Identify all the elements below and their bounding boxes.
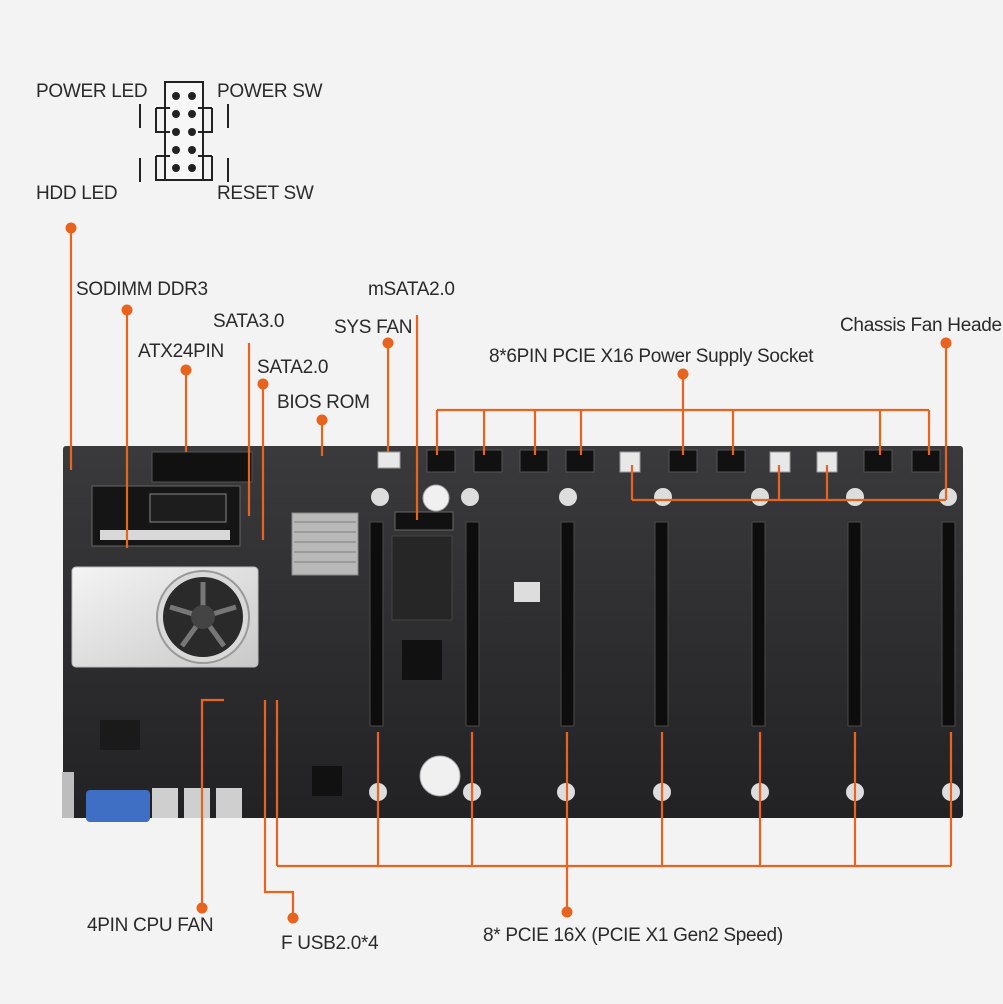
label-power-led: POWER LED	[36, 81, 148, 102]
label-reset-sw: RESET SW	[217, 183, 314, 204]
label-cpu-fan: 4PIN CPU FAN	[87, 915, 214, 936]
label-fusb: F USB2.0*4	[281, 933, 379, 954]
leader-dots	[65, 222, 952, 924]
front-panel-header	[139, 81, 229, 182]
label-hdd-led: HDD LED	[36, 183, 118, 204]
label-msata: mSATA2.0	[368, 279, 455, 300]
label-power-sw: POWER SW	[217, 81, 323, 102]
label-sata2: SATA2.0	[257, 357, 329, 378]
label-atx24: ATX24PIN	[138, 341, 224, 362]
leader-lines	[69, 228, 953, 918]
label-pcie-power: 8*6PIN PCIE X16 Power Supply Socket	[489, 346, 814, 367]
motherboard	[62, 446, 963, 822]
label-sys-fan: SYS FAN	[334, 317, 413, 338]
label-bios-rom: BIOS ROM	[277, 392, 370, 413]
label-sodimm: SODIMM DDR3	[76, 279, 208, 300]
label-sata3: SATA3.0	[213, 311, 285, 332]
label-chassis-fan: Chassis Fan Header	[840, 316, 1003, 336]
label-pcie-slots: 8* PCIE 16X (PCIE X1 Gen2 Speed)	[483, 925, 783, 946]
